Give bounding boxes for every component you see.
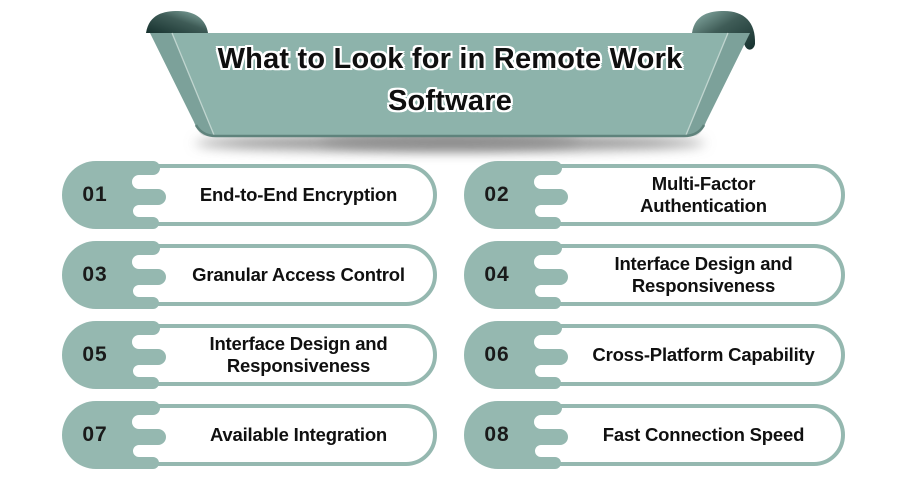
ribbon-curl-left	[146, 11, 208, 33]
item-pill	[114, 164, 437, 226]
banner-bottom-edge	[194, 124, 706, 138]
list-item-07: 07 Available Integration	[62, 401, 437, 469]
item-label: Cross-Platform Capability	[592, 344, 815, 365]
list-item-04: 04 Interface Design and Responsiveness	[464, 241, 845, 309]
item-number: 04	[484, 263, 510, 286]
banner-flap-right	[686, 33, 750, 136]
item-pill	[516, 164, 845, 226]
item-number: 06	[484, 343, 510, 366]
item-number: 08	[484, 423, 510, 446]
item-label: Granular Access Control	[192, 264, 405, 285]
item-number: 05	[82, 343, 108, 366]
item-number-badge	[62, 161, 166, 229]
item-pill	[114, 324, 437, 386]
item-number-badge	[464, 241, 568, 309]
item-number: 03	[82, 263, 108, 286]
item-label: End-to-End Encryption	[199, 184, 398, 205]
page-title-line-2: Software	[387, 85, 513, 117]
list-item-06: 06 Cross-Platform Capability	[464, 321, 845, 389]
item-pill	[114, 244, 437, 306]
item-label: Interface Design and Responsiveness	[209, 333, 388, 376]
list-item-05: 05 Interface Design and Responsiveness	[62, 321, 437, 389]
list-item-03: 03 Granular Access Control	[62, 241, 437, 309]
item-number-badge	[464, 321, 568, 389]
item-number: 01	[82, 183, 108, 206]
item-number-badge	[62, 241, 166, 309]
item-number: 02	[484, 183, 510, 206]
item-number-badge	[464, 161, 568, 229]
banner-face	[150, 33, 750, 136]
item-label: Fast Connection Speed	[602, 424, 805, 445]
item-number: 07	[82, 423, 108, 446]
banner-ribbon-graphic	[146, 11, 756, 151]
list-item-01: 01 End-to-End Encryption	[62, 161, 437, 229]
list-item-02: 02 Multi-Factor Authentication	[464, 161, 845, 229]
header-banner: What to Look for in Remote Work Software	[0, 0, 900, 165]
item-pill	[516, 404, 845, 466]
ribbon-curl-right	[692, 11, 756, 50]
page-title-line-1: What to Look for in Remote Work	[217, 43, 683, 75]
list-item-08: 08 Fast Connection Speed	[464, 401, 845, 469]
feature-list: 01 End-to-End Encryption 02 Multi-Factor…	[62, 161, 845, 469]
item-pill	[516, 244, 845, 306]
item-number-badge	[62, 321, 166, 389]
item-pill	[114, 404, 437, 466]
item-label: Multi-Factor Authentication	[640, 173, 767, 216]
item-label: Interface Design and Responsiveness	[614, 253, 793, 296]
item-pill	[516, 324, 845, 386]
item-number-badge	[464, 401, 568, 469]
item-label: Available Integration	[209, 424, 388, 445]
banner-flap-left	[150, 33, 214, 136]
page-title: What to Look for in Remote Work Software	[150, 38, 750, 122]
item-number-badge	[62, 401, 166, 469]
